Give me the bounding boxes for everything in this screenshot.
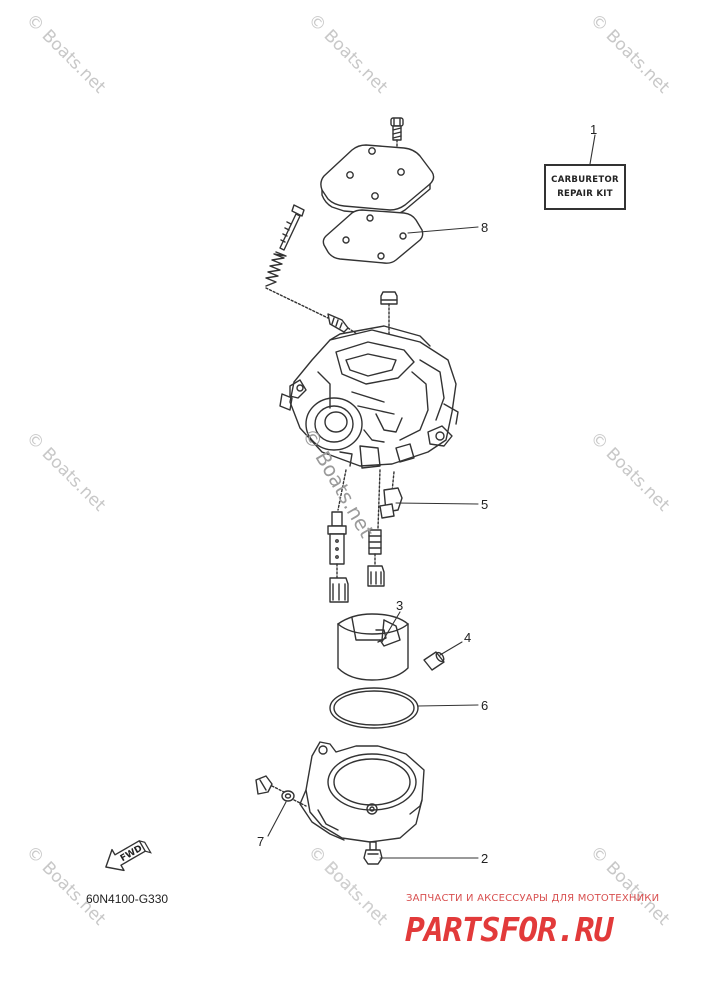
main-jet bbox=[329, 577, 349, 603]
side-screw bbox=[255, 775, 307, 807]
carburetor-repair-kit-label: CARBURETOR REPAIR KIT bbox=[544, 164, 626, 210]
callout-8: 8 bbox=[481, 220, 489, 235]
float-chamber-cover bbox=[320, 144, 435, 216]
callout-7: 7 bbox=[257, 834, 265, 849]
needle-valve bbox=[379, 487, 403, 519]
float-pin bbox=[423, 651, 445, 671]
callout-2: 2 bbox=[481, 851, 489, 866]
o-ring bbox=[329, 687, 419, 729]
float-chamber bbox=[299, 741, 425, 847]
callout-1: 1 bbox=[590, 122, 598, 137]
callout-3: 3 bbox=[396, 598, 404, 613]
diagram-code: 60N4100-G330 bbox=[86, 892, 169, 906]
gasket bbox=[322, 209, 424, 264]
carburetor-body bbox=[279, 325, 459, 469]
pilot-jet bbox=[367, 529, 385, 587]
bottom-screw bbox=[363, 841, 383, 865]
kit-label-line2: REPAIR KIT bbox=[557, 189, 613, 199]
partsfor-logo[interactable]: PARTSFOR.RU bbox=[405, 910, 614, 949]
callout-6: 6 bbox=[481, 698, 489, 713]
plug-cap bbox=[380, 291, 398, 337]
kit-label-line1: CARBURETOR bbox=[551, 175, 619, 185]
float bbox=[337, 613, 409, 681]
callout-5: 5 bbox=[481, 497, 489, 512]
footer-banner: ЗАПЧАСТИ И АКСЕССУАРЫ ДЛЯ МОТОТЕХНИКИ bbox=[406, 893, 660, 904]
main-nozzle bbox=[327, 511, 347, 579]
fwd-arrow-icon: FWD bbox=[105, 840, 152, 872]
pilot-screw-assembly bbox=[265, 204, 361, 337]
callout-4: 4 bbox=[464, 630, 472, 645]
